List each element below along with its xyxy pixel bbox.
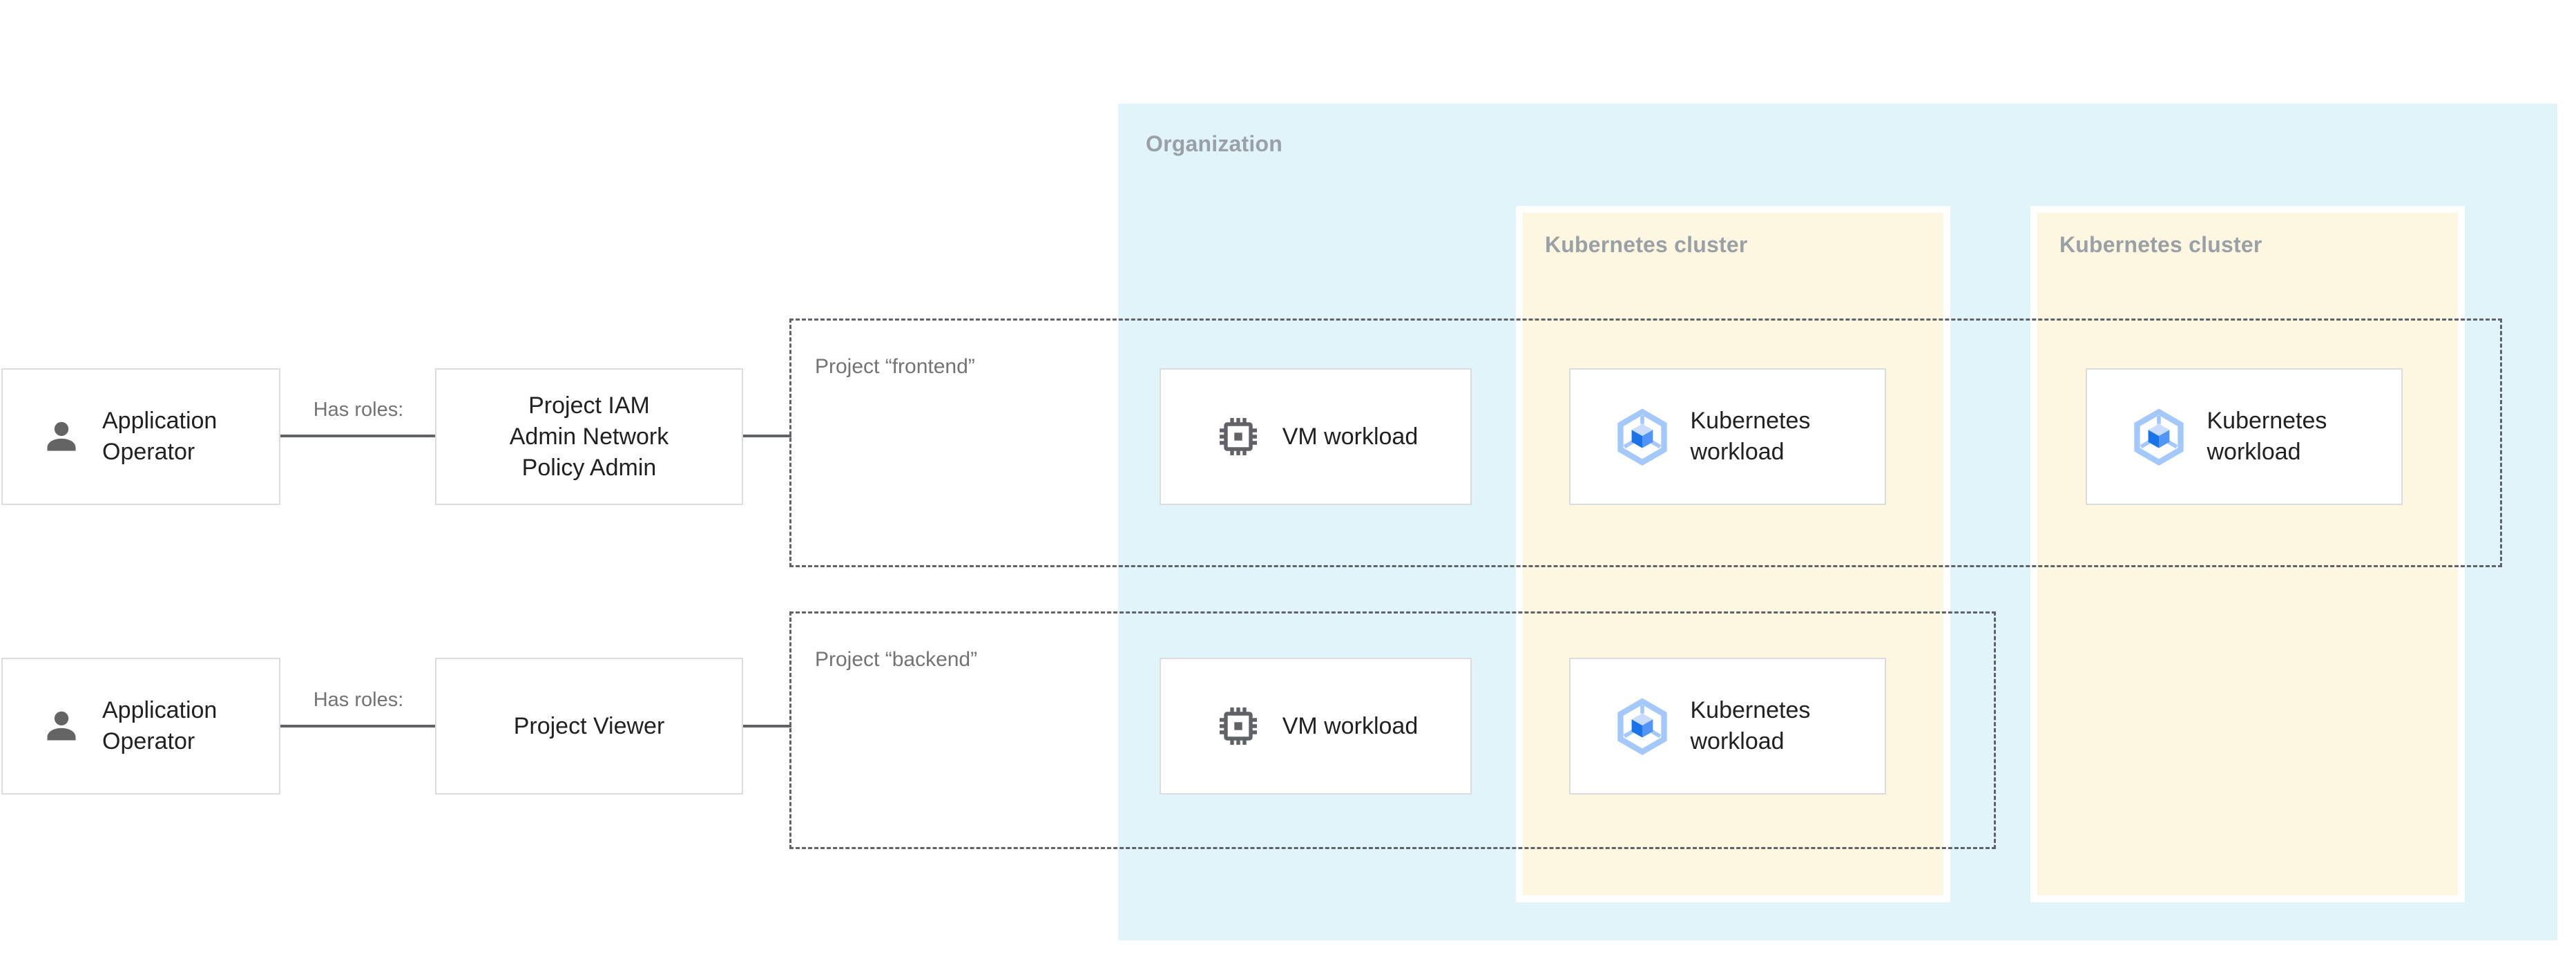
- cpu-chip-icon: [1213, 412, 1263, 462]
- organization-label: Organization: [1146, 131, 1282, 156]
- role-label: Project Viewer: [513, 712, 665, 739]
- person-icon: [41, 706, 81, 746]
- workload-backend-kubernetes-cluster1: Kubernetes workload: [1569, 658, 1886, 795]
- workload-frontend-kubernetes-cluster2: Kubernetes workload: [2086, 368, 2403, 505]
- actor-label: Application Operator: [102, 697, 218, 754]
- has-roles-label-2: Has roles:: [313, 689, 404, 711]
- workload-label: Kubernetes workload: [2207, 408, 2327, 465]
- actor-label: Application Operator: [102, 408, 218, 465]
- connector-role2-project-backend: [743, 725, 791, 728]
- connector-actor1-role1: [280, 435, 435, 437]
- workload-label: Kubernetes workload: [1690, 408, 1811, 465]
- kubernetes-engine-icon: [1613, 697, 1671, 755]
- role-project-viewer: Project Viewer: [435, 658, 743, 795]
- person-icon: [41, 417, 81, 457]
- workload-backend-vm: VM workload: [1160, 658, 1472, 795]
- project-frontend-boundary: Project “frontend”: [789, 318, 2502, 567]
- workload-frontend-vm: VM workload: [1160, 368, 1472, 505]
- connector-actor2-role2: [280, 725, 435, 728]
- workload-label: VM workload: [1282, 423, 1419, 450]
- kubernetes-cluster-2-region: Kubernetes cluster: [2037, 213, 2458, 895]
- project-backend-boundary: Project “backend”: [789, 611, 1996, 849]
- role-project-iam-admin-network-policy-admin: Project IAM Admin Network Policy Admin: [435, 368, 743, 505]
- kubernetes-engine-icon: [1613, 408, 1671, 466]
- kubernetes-engine-icon: [2130, 408, 2188, 466]
- workload-frontend-kubernetes-cluster1: Kubernetes workload: [1569, 368, 1886, 505]
- connector-role1-project-frontend: [743, 435, 791, 437]
- project-backend-label: Project “backend”: [815, 648, 978, 671]
- cpu-chip-icon: [1213, 701, 1263, 751]
- role-label: Project IAM Admin Network Policy Admin: [509, 392, 669, 481]
- project-frontend-label: Project “frontend”: [815, 355, 975, 378]
- workload-label: VM workload: [1282, 712, 1419, 739]
- has-roles-label-1: Has roles:: [313, 399, 404, 421]
- kubernetes-cluster-1-label: Kubernetes cluster: [1545, 232, 1748, 257]
- actor-application-operator-2: Application Operator: [1, 658, 280, 795]
- kubernetes-cluster-2-label: Kubernetes cluster: [2059, 232, 2262, 257]
- workload-label: Kubernetes workload: [1690, 697, 1811, 754]
- actor-application-operator-1: Application Operator: [1, 368, 280, 505]
